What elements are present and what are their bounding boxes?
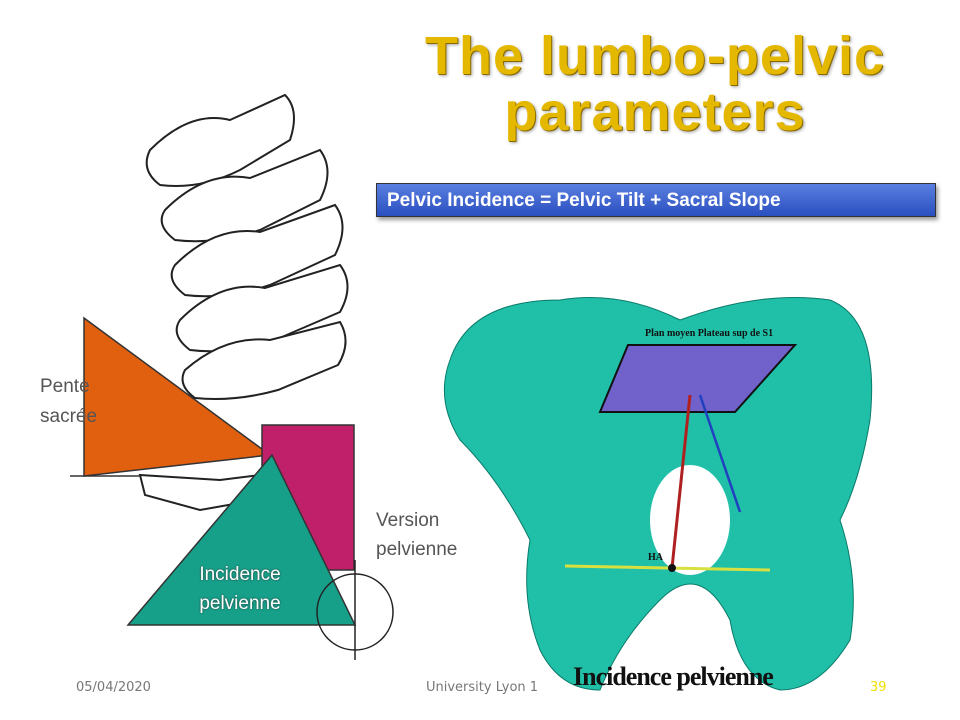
label-pente: Pente xyxy=(40,376,90,397)
s1-plane xyxy=(598,344,798,413)
plane-label: Plan moyen Plateau sup de S1 xyxy=(645,328,774,339)
ha-label: HA xyxy=(648,552,663,563)
pelvic-incidence-triangle xyxy=(126,453,357,626)
label-incidence: Incidence xyxy=(199,564,281,585)
footer-institution: University Lyon 1 xyxy=(426,680,539,695)
slide-title: The lumbo-pelvic parameters xyxy=(380,28,930,140)
formula-box: Pelvic Incidence = Pelvic Tilt + Sacral … xyxy=(376,183,936,217)
figure-caption: Incidence pelvienne xyxy=(573,662,774,691)
sacral-slope-triangle xyxy=(83,316,272,477)
label-sacree: sacrée xyxy=(40,406,98,427)
page-number: 39 xyxy=(870,680,887,695)
title-line-2: parameters xyxy=(504,82,806,142)
label-version: Version xyxy=(376,510,440,531)
label-incidence-pelvienne: pelvienne xyxy=(199,593,281,614)
label-version-pelvienne: pelvienne xyxy=(376,539,458,560)
title-line-1: The lumbo-pelvic xyxy=(424,26,886,86)
footer-date: 05/04/2020 xyxy=(76,680,151,695)
